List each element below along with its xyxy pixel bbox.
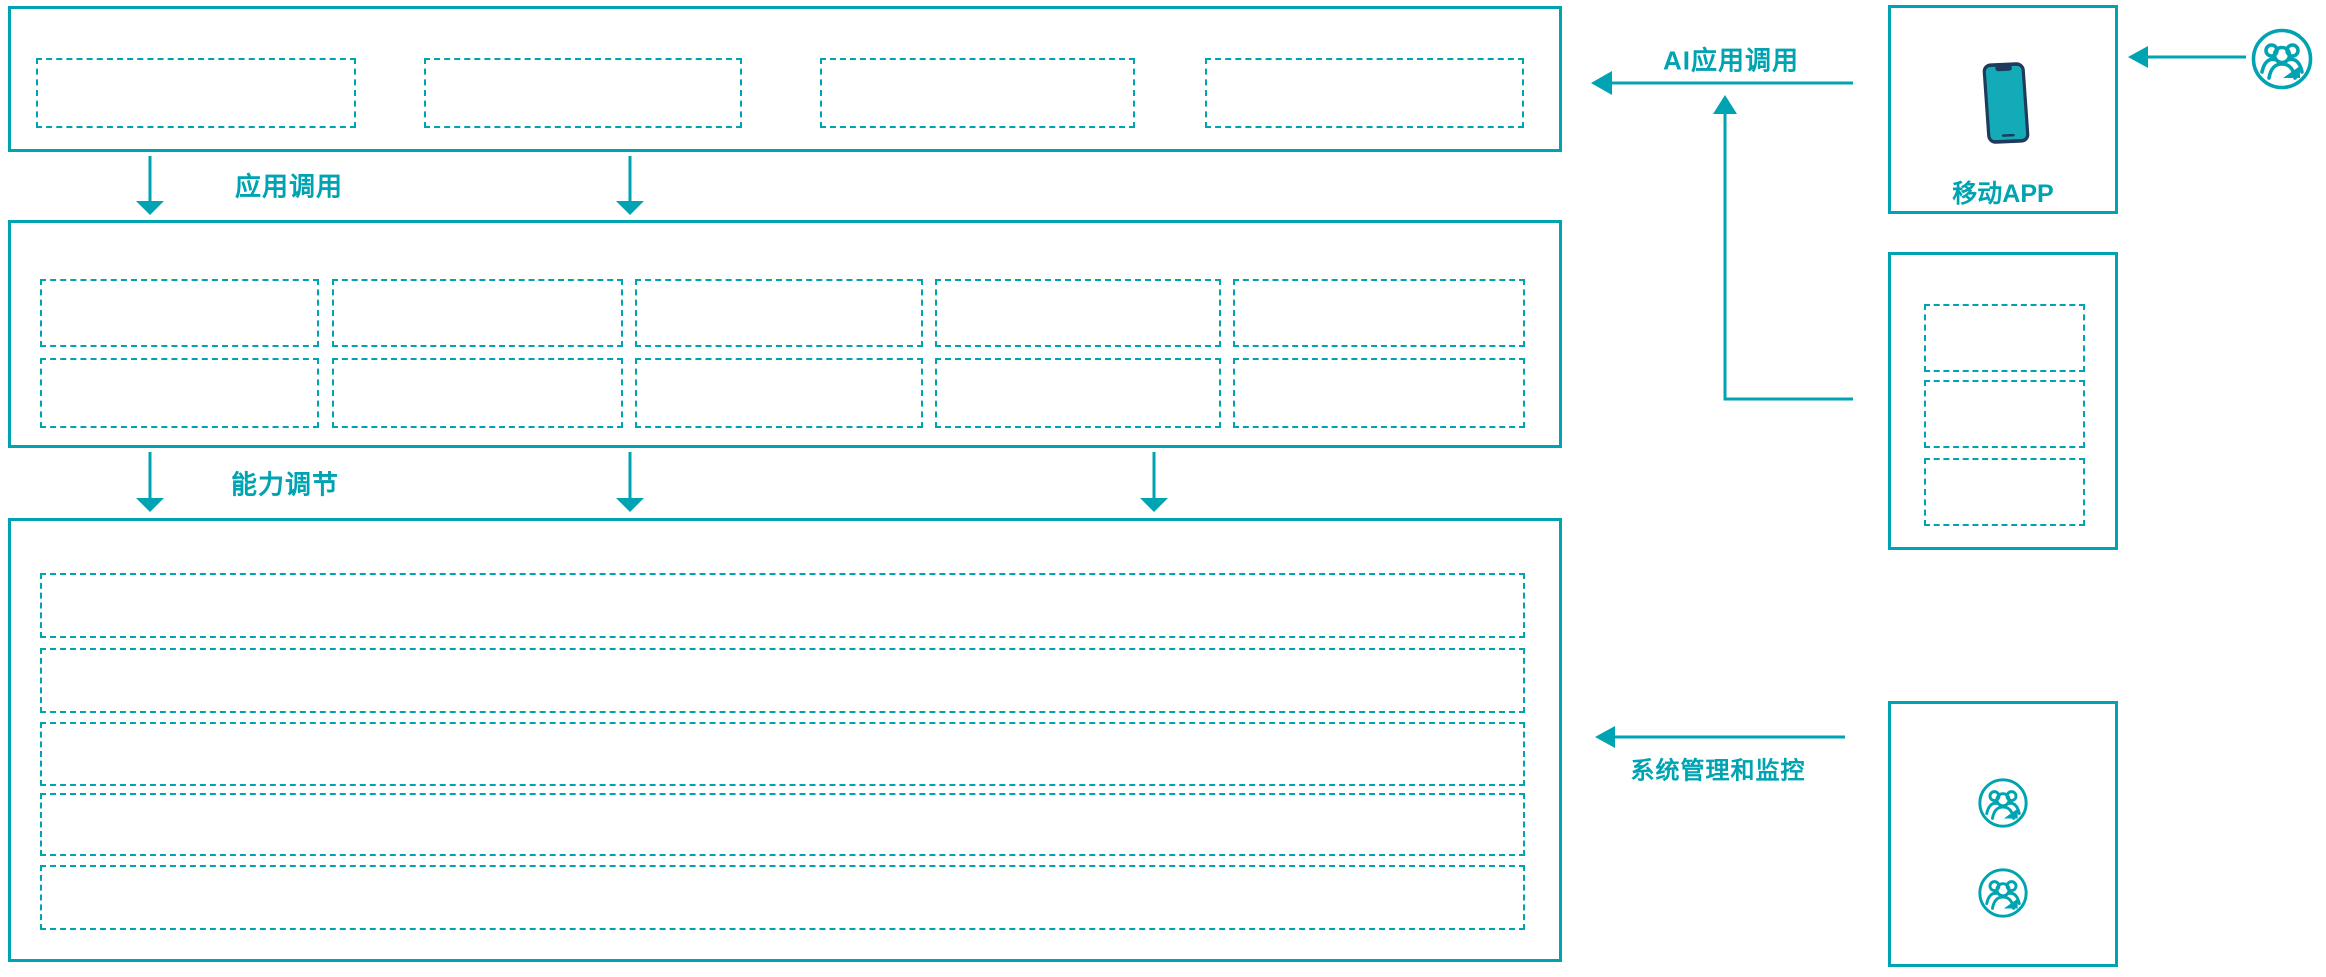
mobile-app-box: 移动APP [1888, 5, 2118, 214]
bottom-layer-placeholder-row [40, 648, 1525, 713]
right-middle-placeholder-box [1924, 380, 2085, 448]
bottom-layer-container [8, 518, 1562, 962]
right-middle-placeholder-box [1924, 304, 2085, 372]
capability-adjust-label: 能力调节 [230, 469, 340, 500]
middle-layer-placeholder-box [1233, 279, 1525, 347]
middle-layer-placeholder-box [635, 279, 923, 347]
ai-application-call-label: AI应用调用 [1662, 45, 1800, 76]
top-layer-placeholder-box [1205, 58, 1524, 128]
middle-layer-container [8, 220, 1562, 448]
middle-layer-placeholder-box [40, 358, 319, 428]
system-management-label: 系统管理和监控 [1630, 757, 1806, 785]
bottom-layer-placeholder-row [40, 722, 1525, 786]
mobile-app-label: 移动APP [1952, 180, 2054, 208]
right-middle-box [1888, 252, 2118, 550]
middle-layer-placeholder-box [332, 279, 623, 347]
middle-layer-placeholder-box [935, 279, 1221, 347]
top-layer-placeholder-box [820, 58, 1135, 128]
right-middle-placeholder-box [1924, 458, 2085, 526]
top-layer-placeholder-box [36, 58, 356, 128]
top-layer-container [8, 6, 1562, 152]
application-call-label: 应用调用 [234, 171, 344, 202]
smartphone-icon [1981, 60, 2031, 146]
user-group-icon [2250, 27, 2314, 91]
top-layer-placeholder-box [424, 58, 742, 128]
user-group-icon [1977, 777, 2029, 829]
middle-layer-placeholder-box [635, 358, 923, 428]
right-bottom-box [1888, 701, 2118, 967]
bottom-layer-placeholder-row [40, 865, 1525, 930]
middle-layer-placeholder-box [1233, 358, 1525, 428]
middle-layer-placeholder-box [40, 279, 319, 347]
bottom-layer-placeholder-row [40, 573, 1525, 638]
bottom-layer-placeholder-row [40, 793, 1525, 856]
middle-layer-placeholder-box [332, 358, 623, 428]
user-group-icon [1977, 867, 2029, 919]
middle-layer-placeholder-box [935, 358, 1221, 428]
